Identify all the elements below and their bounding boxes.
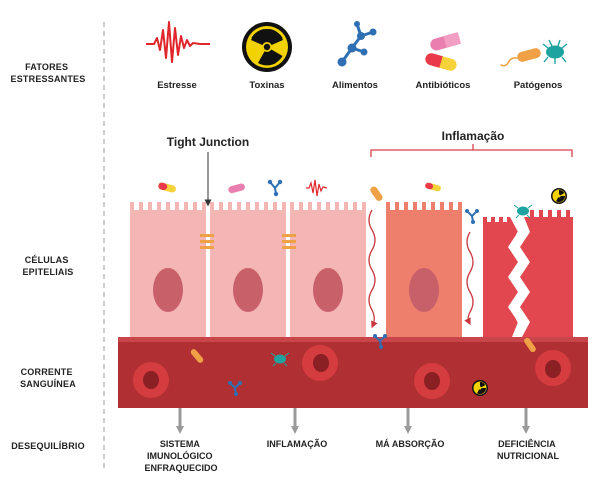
radiation-icon [472,380,488,396]
stressor-label: Alimentos [332,80,378,91]
leak-arrow [464,231,474,326]
outcome-label: SISTEMA IMUNOLÓGICO ENFRAQUECIDO [144,439,217,473]
molecule-icon [267,179,283,197]
stressor-label: Patógenos [514,80,563,91]
epithelial-cell [290,202,366,337]
pathogen-icon [513,204,533,219]
pathogen-icon [270,352,290,367]
red-blood-cell [535,350,571,386]
blood-stream [118,337,588,408]
pathogen-icon [370,186,383,201]
tight-junction-label: Tight Junction [167,135,249,149]
row-label-imbalance: DESEQUILÍBRIO [11,441,85,451]
outcome-label: DEFICIÊNCIA NUTRICIONAL [497,438,559,461]
molecule-icon [228,381,242,396]
stress-wave-icon [146,21,210,63]
leak-path [514,231,522,333]
red-blood-cell [414,363,450,399]
outcome-label: INFLAMAÇÃO [267,439,328,449]
damaged-epithelial-cells [483,210,573,337]
epithelial-cell [130,202,206,337]
row-label-stressors: FATORES ESTRESSANTES [11,62,86,84]
epithelial-cell [210,202,286,337]
leak-arrow [368,209,378,329]
outcome-label: MÁ ABSORÇÃO [376,439,445,449]
stressor-label: Antibióticos [416,80,471,91]
pill-icon [425,182,441,192]
damaged-cell [483,217,518,337]
damaged-cell [520,210,573,337]
radiation-icon [551,188,567,204]
pathogen-icon [524,337,536,353]
row-label-epithelial: CÉLULAS EPITELIAIS [22,255,73,277]
pill-icon [228,183,245,194]
tight-junction-marker [200,234,296,249]
stressor-label: Toxinas [249,80,284,91]
pill-icon [425,32,462,71]
radiation-icon [242,22,292,72]
pill-icon [158,182,176,193]
molecule-icon [373,334,387,349]
healthy-epithelial-cells [130,202,366,337]
inflammation-title: Inflamação [442,129,505,143]
molecule-icon [465,209,479,224]
inflammation-bracket [370,149,573,157]
pathogen-icon [500,39,568,67]
inflamed-epithelial-cell [386,202,462,337]
stressor-label: Estresse [157,80,197,91]
row-label-blood: CORRENTE SANGUÍNEA [20,367,76,389]
red-blood-cell [302,345,338,381]
molecule-icon [337,21,377,67]
stress-wave-icon [306,179,328,197]
pathogen-icon [190,349,204,363]
red-blood-cell [133,362,169,398]
